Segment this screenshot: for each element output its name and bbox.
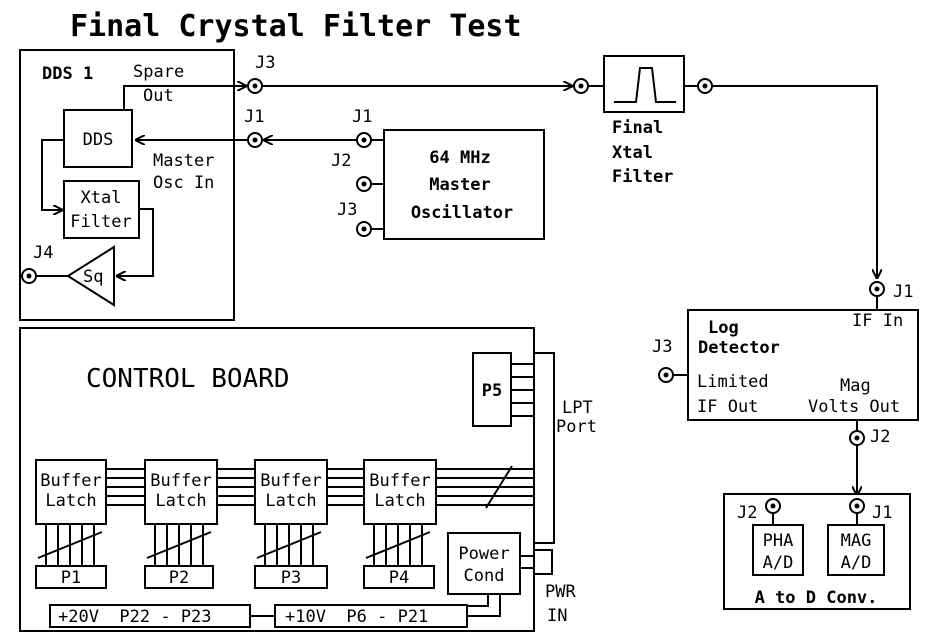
pha-adc-label-1: PHA xyxy=(763,531,794,551)
power-cond-label-1: Power xyxy=(458,544,509,564)
dds-j3-label: J3 xyxy=(255,53,275,73)
spare-out-label-1: Spare xyxy=(133,62,184,82)
master-oscillator-label-3: Oscillator xyxy=(411,203,513,223)
spare-out-label-2: Out xyxy=(143,86,174,106)
dds-j4-label: J4 xyxy=(33,243,53,263)
filter-to-squarer-wire xyxy=(117,208,154,276)
rail-10v-label: +10V P6 - P21 xyxy=(285,607,428,627)
final-filter-label-2: Xtal xyxy=(612,143,653,163)
dds-module-label: DDS 1 xyxy=(42,64,93,84)
master-oscillator-box xyxy=(383,129,545,240)
final-filter-label-3: Filter xyxy=(612,167,673,187)
buffer-latch-3 xyxy=(254,459,328,525)
adc-j1-label: J1 xyxy=(872,503,892,523)
detector-j3-label: J3 xyxy=(652,337,672,357)
buffer-latch-2-label-2: Latch xyxy=(155,491,206,511)
p5-connector xyxy=(472,352,512,427)
buffer-latch-4 xyxy=(363,459,437,525)
port-p3-label: P3 xyxy=(281,568,301,588)
pha-adc-block xyxy=(752,524,804,576)
xtal-filter-label-2: Filter xyxy=(70,212,131,232)
port-p4-label: P4 xyxy=(389,568,409,588)
lpt-port-label-2: Port xyxy=(556,417,597,437)
port-p2-label: P2 xyxy=(169,568,189,588)
buffer-latch-4-label-1: Buffer xyxy=(369,471,430,491)
log-detector: J1 Log Detector IF In Limited IF Out Mag… xyxy=(652,281,919,495)
squarer-label: Sq xyxy=(83,267,103,287)
port-p1 xyxy=(35,565,107,589)
dds-module: DDS 1 Spare Out DDS Master Osc In Xtal F… xyxy=(19,49,275,321)
limited-if-out-label-1: Limited xyxy=(697,372,769,392)
filter-to-detector-wire xyxy=(712,85,877,278)
ad-converter-title: A to D Conv. xyxy=(755,588,878,608)
pwr-in-label-2: IN xyxy=(547,606,567,626)
master-oscillator: 64 MHz Master Oscillator J1 J2 J3 xyxy=(264,107,545,240)
ad-converter: J2 J1 PHA A/D MAG A/D A to D Conv. xyxy=(723,493,911,610)
xtal-filter-label-1: Xtal xyxy=(81,188,122,208)
dds-block-label: DDS xyxy=(83,130,114,150)
port-p3 xyxy=(254,565,328,589)
osc-j1-label: J1 xyxy=(352,107,372,127)
power-cond-block xyxy=(447,532,521,595)
buffer-latch-1-label-2: Latch xyxy=(45,491,96,511)
detector-title-1: Log xyxy=(708,318,739,338)
mag-volts-out-label-2: Volts Out xyxy=(808,397,900,417)
latch-4-cable xyxy=(365,524,431,566)
mag-adc-label-2: A/D xyxy=(841,553,872,573)
dds-to-filter-wire xyxy=(41,139,64,210)
final-filter-box xyxy=(603,55,685,113)
dds-block xyxy=(63,109,133,168)
master-osc-in-label-1: Master xyxy=(153,151,214,171)
buffer-latch-2-label-1: Buffer xyxy=(150,471,211,491)
pha-adc-label-2: A/D xyxy=(763,553,794,573)
squarer-triangle xyxy=(66,245,115,307)
control-board: CONTROL BOARD P5 LPT Port Buffer Latch B… xyxy=(19,327,597,632)
osc-j3-label: J3 xyxy=(337,200,357,220)
osc-j2-label: J2 xyxy=(331,151,351,171)
latch-2-cable xyxy=(146,524,212,566)
buffer-latch-3-label-2: Latch xyxy=(265,491,316,511)
port-p1-label: P1 xyxy=(61,568,81,588)
final-filter-label-1: Final xyxy=(612,118,663,138)
master-oscillator-label-2: Master xyxy=(429,175,490,195)
power-cond-label-2: Cond xyxy=(464,566,505,586)
log-detector-box xyxy=(687,309,919,421)
xtal-filter-block xyxy=(63,180,140,239)
mag-volts-out-label-1: Mag xyxy=(840,376,871,396)
pwr-in-label-1: PWR xyxy=(545,582,576,602)
detector-title-2: Detector xyxy=(698,338,780,358)
adc-j2-label: J2 xyxy=(737,503,757,523)
detector-j1-label: J1 xyxy=(893,282,913,302)
pwr-in-plug xyxy=(533,549,553,575)
detector-j2-label: J2 xyxy=(870,427,890,447)
latch-1-cable xyxy=(37,524,103,566)
if-in-label: IF In xyxy=(852,311,903,331)
mag-adc-label-1: MAG xyxy=(841,531,872,551)
lpt-port-label-1: LPT xyxy=(562,398,593,418)
master-osc-in-label-2: Osc In xyxy=(153,173,214,193)
bandpass-icon xyxy=(614,67,676,103)
final-xtal-filter: Final Xtal Filter xyxy=(262,55,877,278)
buffer-latch-2 xyxy=(144,459,218,525)
master-oscillator-label-1: 64 MHz xyxy=(429,148,490,168)
dds-j1-label: J1 xyxy=(244,107,264,127)
buffer-latch-1-label-1: Buffer xyxy=(40,471,101,491)
latch-3-cable xyxy=(256,524,322,566)
mag-adc-block xyxy=(827,524,885,576)
buffer-latch-3-label-1: Buffer xyxy=(260,471,321,491)
limited-if-out-label-2: IF Out xyxy=(697,397,758,417)
control-board-title: CONTROL BOARD xyxy=(86,364,290,394)
buffer-latch-4-label-2: Latch xyxy=(374,491,425,511)
lpt-port-plug xyxy=(533,352,555,544)
port-p2 xyxy=(144,565,214,589)
spare-out-wire xyxy=(123,86,246,110)
rail-20v-label: +20V P22 - P23 xyxy=(58,607,212,627)
bus-slash xyxy=(485,465,513,509)
diagram-title: Final Crystal Filter Test xyxy=(70,9,522,44)
p5-label: P5 xyxy=(482,381,502,401)
port-p4 xyxy=(363,565,435,589)
